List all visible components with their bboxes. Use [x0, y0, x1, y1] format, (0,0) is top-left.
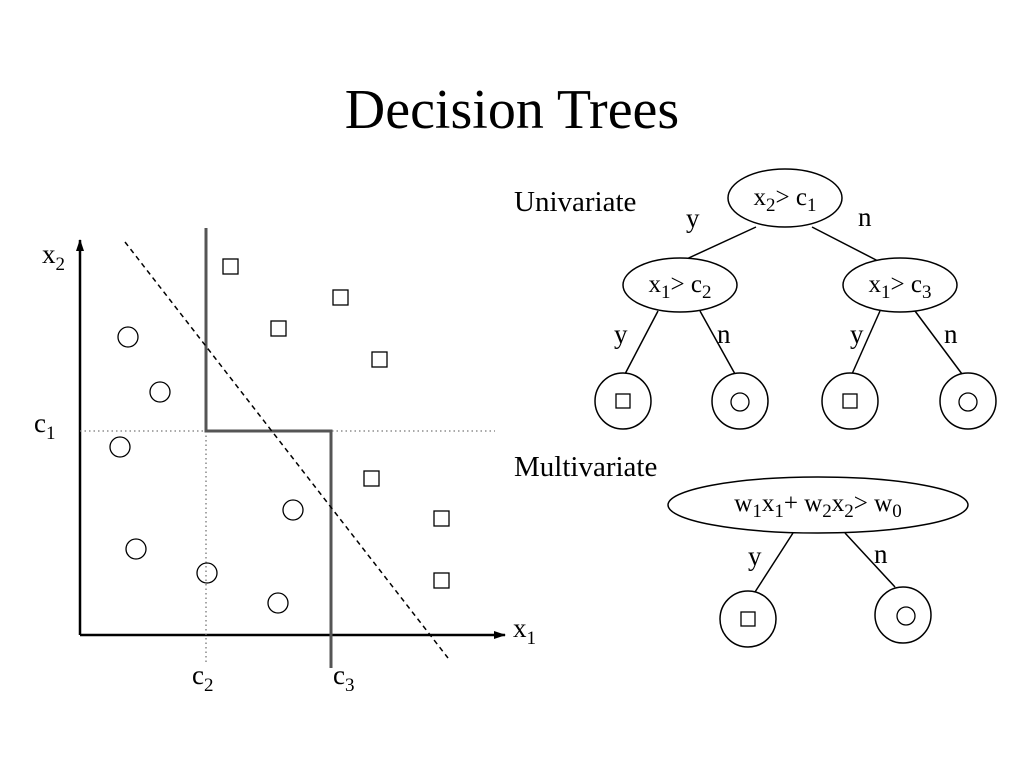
- feature-space-plot: x2 x1 c1 c2 c3: [34, 228, 536, 696]
- multivariate-heading: Multivariate: [514, 451, 657, 483]
- univariate-right-node: [842, 257, 958, 313]
- circle-point: [125, 538, 147, 560]
- multivariate-tree: Multivariate w1x1+ w2x2> w0 y n: [514, 451, 969, 648]
- leaf-node: [939, 372, 997, 430]
- root-no-label: n: [858, 202, 872, 232]
- left-yes-label: y: [614, 319, 628, 349]
- leaf-node: [711, 372, 769, 430]
- multivariate-root-label: w1x1+ w2x2> w0: [734, 490, 901, 522]
- circle-class-icon: [958, 392, 978, 412]
- multivariate-edges: [754, 532, 896, 593]
- univariate-root-node: [727, 168, 843, 228]
- univariate-right-label: x1> c3: [869, 271, 932, 303]
- univariate-left-label: x1> c2: [649, 271, 712, 303]
- multivariate-leaf-2: [874, 586, 932, 644]
- edge-right-yes: [851, 310, 881, 375]
- univariate-leaf-2: [711, 372, 769, 430]
- univariate-root-label: x2> c1: [754, 184, 817, 216]
- multivariate-decision-boundary: [124, 241, 449, 659]
- univariate-left-node: [622, 257, 738, 313]
- square-class-points: [222, 258, 450, 589]
- leaf-node: [874, 586, 932, 644]
- c2-label: c2: [192, 660, 213, 696]
- univariate-tree: Univariate x2> c1 x1> c2 x1> c3 y n y n …: [514, 168, 997, 430]
- circle-point: [196, 562, 218, 584]
- leaf-node: [821, 372, 879, 430]
- edge-root-yes: [679, 226, 757, 263]
- multivariate-leaf-1: [719, 590, 777, 648]
- circle-point: [149, 381, 171, 403]
- slide-title: Decision Trees: [344, 79, 680, 141]
- circle-point: [267, 592, 289, 614]
- square-point: [363, 470, 380, 487]
- univariate-decision-boundary: [204, 228, 333, 668]
- circle-class-icon: [730, 392, 750, 412]
- edge-multi-yes: [754, 532, 794, 593]
- circle-point: [117, 326, 139, 348]
- square-class-icon: [842, 393, 858, 409]
- multi-yes-label: y: [748, 541, 762, 571]
- circle-class-points: [109, 326, 304, 614]
- univariate-leaf-3: [821, 372, 879, 430]
- univariate-leaf-1: [594, 372, 652, 430]
- leaf-node: [719, 590, 777, 648]
- c1-label: c1: [34, 408, 55, 444]
- circle-point: [282, 499, 304, 521]
- multi-no-label: n: [874, 539, 888, 569]
- left-no-label: n: [717, 319, 731, 349]
- square-point: [222, 258, 239, 275]
- square-point: [433, 572, 450, 589]
- square-point: [270, 320, 287, 337]
- multivariate-root-node: [667, 476, 969, 534]
- square-point: [371, 351, 388, 368]
- edge-root-no: [811, 226, 881, 263]
- edge-left-no: [699, 310, 736, 375]
- edge-left-yes: [624, 310, 659, 375]
- leaf-node: [594, 372, 652, 430]
- square-point: [332, 289, 349, 306]
- circle-point: [109, 436, 131, 458]
- square-class-icon: [615, 393, 631, 409]
- root-yes-label: y: [686, 203, 700, 233]
- univariate-heading: Univariate: [514, 186, 636, 218]
- y-axis-label: x2: [42, 239, 65, 275]
- square-class-icon: [740, 611, 756, 627]
- univariate-leaf-4: [939, 372, 997, 430]
- edge-right-no: [914, 310, 963, 375]
- right-yes-label: y: [850, 319, 864, 349]
- c3-label: c3: [333, 660, 354, 696]
- univariate-edges: [624, 226, 963, 375]
- circle-class-icon: [896, 606, 916, 626]
- right-no-label: n: [944, 319, 958, 349]
- edge-multi-no: [844, 532, 896, 588]
- square-point: [433, 510, 450, 527]
- x-axis-label: x1: [513, 613, 536, 649]
